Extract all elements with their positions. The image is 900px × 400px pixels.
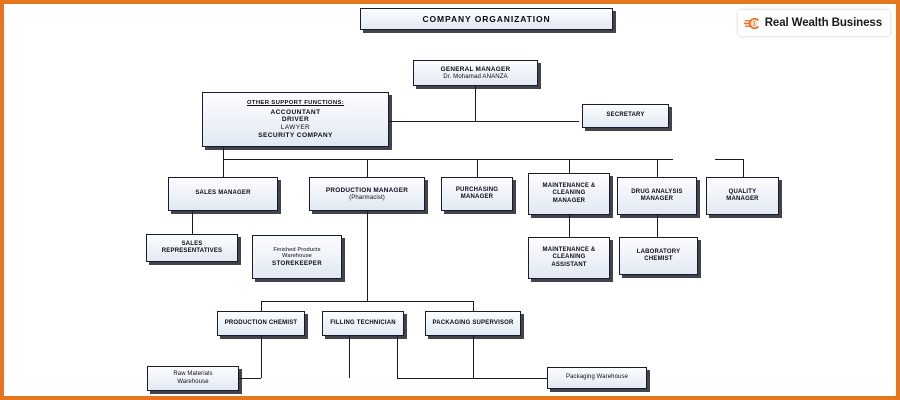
node-purchasing-manager[interactable]: PURCHASING MANAGER (441, 177, 513, 211)
storekeeper-line3: STOREKEEPER (272, 260, 322, 268)
maintenance-manager-line1: MAINTENANCE & (542, 183, 596, 190)
node-filling-technician[interactable]: FILLING TECHNICIAN (322, 311, 404, 336)
secretary-label: SECRETARY (606, 112, 645, 119)
connector-drop-sales-mgr (223, 159, 224, 177)
support-item-accountant: ACCOUNTANT (270, 108, 321, 116)
node-production-manager[interactable]: PRODUCTION MANAGER (Pharmacist) (309, 177, 425, 211)
node-production-chemist[interactable]: PRODUCTION CHEMIST (217, 311, 305, 336)
node-laboratory-chemist[interactable]: LABORATORY CHEMIST (619, 237, 698, 275)
filling-technician-label: FILLING TECHNICIAN (330, 319, 396, 326)
connector-drop-purchasing-mgr (477, 159, 478, 177)
node-secretary[interactable]: SECRETARY (582, 104, 669, 128)
connector-production-bus (261, 301, 473, 302)
packaging-supervisor-label: PACKAGING SUPERVISOR (432, 319, 514, 326)
production-manager-title: PRODUCTION MANAGER (325, 186, 409, 194)
storekeeper-line1: Finished Products (273, 246, 321, 253)
connector-drop-drug-mgr (657, 159, 658, 177)
node-packaging-warehouse[interactable]: Packaging Warehouse (547, 367, 647, 389)
node-quality-manager[interactable]: QUALITY MANAGER (706, 177, 779, 215)
drug-analysis-manager-line2: MANAGER (640, 196, 674, 202)
support-item-lawyer: LAWYER (280, 124, 311, 132)
node-sales-representatives[interactable]: SALES REPRESENTATIVES (146, 234, 238, 262)
sales-representatives-line2: REPRESENTATIVES (161, 248, 223, 254)
chart-title: COMPANY ORGANIZATION (422, 13, 551, 24)
chart-canvas: COMPANY ORGANIZATION GENERAL MANAGER Dr.… (4, 4, 896, 396)
connector-support-down (223, 147, 224, 160)
brand-name: Real Wealth Business (764, 17, 882, 29)
connector-drop-maintenance-mgr (569, 159, 570, 177)
production-manager-sub: (Pharmacist) (349, 194, 385, 202)
connector-drop-packaging-supervisor (473, 301, 474, 311)
connector-drop-production-mgr (367, 159, 368, 177)
connector-raw-warehouse-link (238, 378, 261, 379)
purchasing-manager-line2: MANAGER (460, 194, 494, 200)
quality-manager-line2: MANAGER (726, 196, 759, 202)
raw-materials-warehouse-line2: Warehouse (177, 378, 209, 385)
connector-drop-quality-mgr (743, 159, 744, 177)
drug-analysis-manager-line1: DRUG ANALYSIS (631, 188, 683, 195)
sales-representatives-line1: SALES (181, 240, 203, 247)
node-maintenance-cleaning-assistant[interactable]: MAINTENANCE & CLEANING ASSISTANT (528, 237, 610, 279)
connector-gm-to-bus (475, 86, 476, 122)
connector-maint-mgr-to-assistant (569, 215, 570, 237)
node-sales-manager[interactable]: SALES MANAGER (168, 177, 278, 211)
connector-filling-tech-to-pack-wh (397, 336, 398, 378)
node-other-support-functions[interactable]: OTHER SUPPORT FUNCTIONS: ACCOUNTANT DRIV… (202, 92, 389, 147)
connector-manager-bus (223, 159, 673, 160)
connector-elbow-quality-mgr (715, 159, 743, 160)
purchasing-manager-line1: PURCHASING (455, 186, 499, 193)
production-chemist-label: PRODUCTION CHEMIST (224, 319, 298, 326)
support-item-driver: DRIVER (281, 116, 310, 124)
storekeeper-line2: Warehouse (282, 253, 312, 260)
maintenance-assistant-line2: CLEANING (552, 254, 586, 261)
connector-elbow-drug-mgr (629, 159, 657, 160)
general-manager-name: Dr. Mohamad ANANZA (443, 73, 508, 81)
connector-filling-tech-down (349, 336, 350, 378)
brand-logo[interactable]: Real Wealth Business (737, 10, 890, 36)
connector-drug-mgr-to-lab (657, 215, 658, 237)
raw-materials-warehouse-line1: Raw Materials (173, 371, 213, 378)
connector-production-mgr-down (367, 211, 368, 301)
sales-manager-label: SALES MANAGER (195, 190, 251, 197)
connector-bottom-bus (397, 378, 547, 379)
packaging-warehouse-label: Packaging Warehouse (565, 374, 629, 381)
comet-c-icon (743, 17, 759, 29)
node-finished-products-storekeeper[interactable]: Finished Products Warehouse STOREKEEPER (252, 235, 342, 279)
node-raw-materials-warehouse[interactable]: Raw Materials Warehouse (147, 366, 239, 391)
connector-sales-mgr-to-reps (192, 211, 193, 234)
maintenance-assistant-line1: MAINTENANCE & (542, 247, 596, 254)
node-general-manager[interactable]: GENERAL MANAGER Dr. Mohamad ANANZA (413, 60, 538, 86)
chart-title-box: COMPANY ORGANIZATION (360, 8, 613, 30)
maintenance-manager-line2: CLEANING (552, 190, 586, 197)
node-drug-analysis-manager[interactable]: DRUG ANALYSIS MANAGER (617, 177, 697, 215)
connector-pack-sup-down (473, 336, 474, 378)
support-item-security-company: SECURITY COMPANY (258, 131, 333, 139)
laboratory-chemist-line2: CHEMIST (644, 256, 673, 262)
connector-prod-chemist-down (261, 336, 262, 378)
laboratory-chemist-line1: LABORATORY (636, 248, 681, 255)
connector-drop-production-chemist (261, 301, 262, 311)
general-manager-title: GENERAL MANAGER (440, 65, 511, 73)
quality-manager-line1: QUALITY (728, 188, 757, 195)
node-maintenance-cleaning-manager[interactable]: MAINTENANCE & CLEANING MANAGER (528, 173, 610, 215)
node-packaging-supervisor[interactable]: PACKAGING SUPERVISOR (425, 311, 521, 336)
maintenance-manager-line3: MANAGER (552, 197, 586, 204)
connector-top-bus (389, 121, 579, 122)
support-header: OTHER SUPPORT FUNCTIONS: (246, 99, 345, 106)
maintenance-assistant-line3: ASSISTANT (551, 261, 587, 268)
